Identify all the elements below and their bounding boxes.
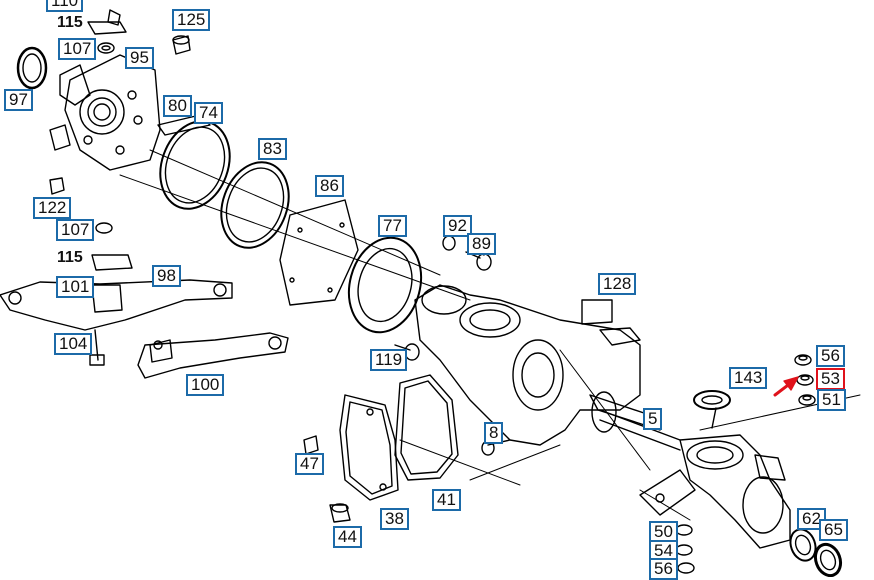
plain-label-115: 115 [57,14,83,31]
housing-bolt-part [303,435,511,523]
callout-107[interactable]: 107 [56,219,95,241]
plain-label-115: 115 [57,249,83,266]
callout-100[interactable]: 100 [186,374,225,396]
steering-knuckle-part [49,9,161,171]
callout-47[interactable]: 47 [295,453,324,475]
callout-51[interactable]: 51 [817,389,846,411]
callout-74[interactable]: 74 [194,102,223,124]
callout-128[interactable]: 128 [598,273,637,295]
callout-65[interactable]: 65 [819,519,848,541]
callout-56[interactable]: 56 [816,345,845,367]
callout-38[interactable]: 38 [380,508,409,530]
washer-stack-part [794,354,816,406]
gasket-ring-part [157,114,423,334]
callout-119[interactable]: 119 [370,349,408,371]
callout-110[interactable]: 110 [46,0,84,12]
callout-107[interactable]: 107 [58,38,97,60]
callout-95[interactable]: 95 [125,47,154,69]
callout-86[interactable]: 86 [315,175,344,197]
callout-5[interactable]: 5 [643,408,663,430]
guide-lines [119,149,861,521]
callout-41[interactable]: 41 [432,489,461,511]
callout-83[interactable]: 83 [258,138,287,160]
callout-125[interactable]: 125 [172,9,211,31]
seal-ring-part [16,46,48,90]
selection-arrow [773,376,799,397]
callout-8[interactable]: 8 [484,422,504,444]
callout-53-selected[interactable]: 53 [816,368,845,390]
callout-77[interactable]: 77 [378,215,407,237]
callout-89[interactable]: 89 [467,233,496,255]
steering-arm-part [0,279,289,379]
small-nut-part [49,35,191,271]
callout-97[interactable]: 97 [4,89,33,111]
callout-92[interactable]: 92 [443,215,472,237]
callout-143[interactable]: 143 [729,367,768,389]
callout-98[interactable]: 98 [152,265,181,287]
callout-44[interactable]: 44 [333,526,362,548]
lower-washer-stack-part [675,524,695,574]
callout-80[interactable]: 80 [163,95,192,117]
differential-housing-part [414,284,681,451]
callout-101[interactable]: 101 [56,276,95,298]
callout-104[interactable]: 104 [54,333,93,355]
cover-gasket-part [339,374,459,501]
callout-122[interactable]: 122 [33,197,72,219]
